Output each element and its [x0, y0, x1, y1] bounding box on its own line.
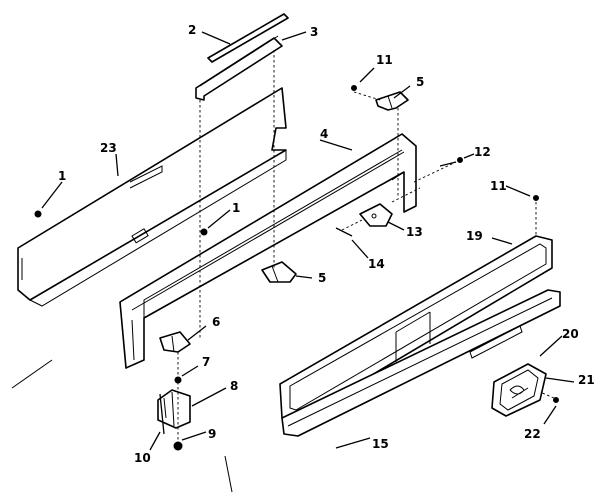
screw-11-upper [351, 85, 357, 91]
label-12: 12 [474, 145, 491, 159]
label-23: 23 [100, 141, 117, 155]
part-15-bottom-trim [281, 289, 561, 437]
screw-1-center [200, 228, 208, 236]
label-20: 20 [562, 327, 579, 341]
assembly-dashed-lines [177, 50, 555, 444]
label-11-upper: 11 [376, 53, 393, 67]
leader-lines [41, 31, 575, 451]
part-21-rating-plate [491, 363, 547, 417]
part-10-pin [159, 393, 165, 435]
part-4-control-frame [119, 133, 417, 369]
screw-11-right [533, 195, 539, 201]
hardware-screws [34, 85, 559, 451]
label-4: 4 [320, 127, 328, 141]
label-19: 19 [466, 229, 483, 243]
part-8-latch [157, 389, 191, 429]
corner-line-bottom [224, 455, 233, 493]
label-13: 13 [406, 225, 423, 239]
part-6-hinge [159, 331, 191, 353]
label-1-left: 1 [58, 169, 66, 183]
label-7: 7 [202, 355, 210, 369]
part-23-back-panel [17, 87, 287, 307]
label-9: 9 [208, 427, 216, 441]
label-14: 14 [368, 257, 385, 271]
label-15: 15 [372, 437, 389, 451]
nut-9 [173, 441, 183, 451]
label-5-lower: 5 [318, 271, 326, 285]
part-2-3-top-clip [195, 13, 289, 101]
label-3: 3 [310, 25, 318, 39]
part-14-clip [335, 227, 353, 237]
corner-line-left [11, 359, 53, 389]
label-2: 2 [188, 23, 196, 37]
label-10: 10 [134, 451, 151, 465]
screw-22 [553, 397, 559, 403]
label-8: 8 [230, 379, 238, 393]
label-11-right: 11 [490, 179, 507, 193]
callout-labels: 1 1 2 3 4 5 5 6 7 8 9 10 11 11 12 13 14 … [58, 23, 595, 465]
screw-1-left [34, 210, 42, 218]
label-21: 21 [578, 373, 595, 387]
label-5-upper: 5 [416, 75, 424, 89]
washer-7 [174, 376, 182, 384]
label-6: 6 [212, 315, 220, 329]
screw-12 [457, 157, 463, 163]
part-5-bracket-lower [261, 261, 297, 283]
part-13-bracket [359, 203, 393, 227]
part-5-bracket-upper [375, 91, 409, 111]
label-1-center: 1 [232, 201, 240, 215]
label-22: 22 [524, 427, 541, 441]
